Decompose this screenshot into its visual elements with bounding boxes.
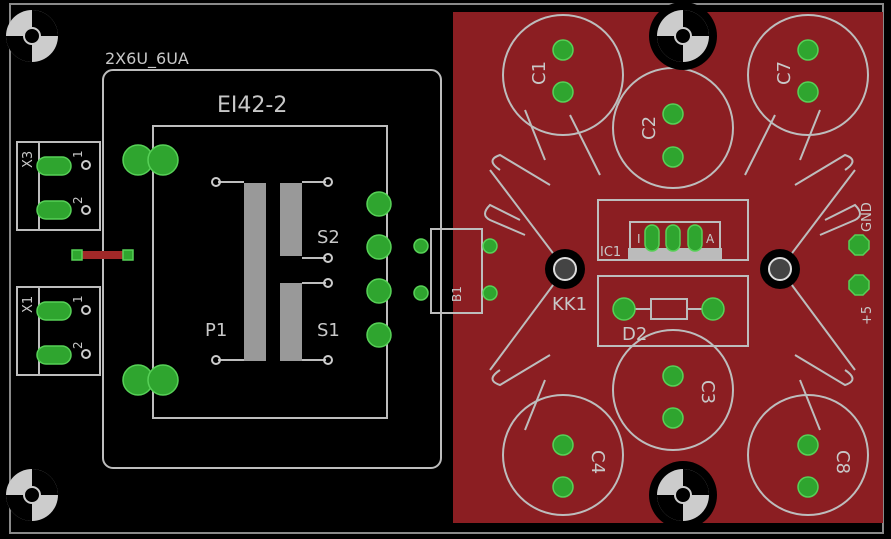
transformer-ei42[interactable]: [102, 69, 442, 469]
b1-label: B1: [450, 286, 464, 302]
x3-pin1-label: 1: [71, 150, 85, 158]
terminal-x3[interactable]: [16, 141, 101, 231]
transformer-pads[interactable]: [122, 144, 392, 396]
capacitor-pads[interactable]: [552, 39, 819, 498]
s2-label: S2: [317, 227, 340, 248]
x3-label: X3: [21, 151, 36, 168]
gnd-label: GND: [860, 202, 875, 232]
c4-label: C4: [587, 450, 608, 474]
diode-d2[interactable]: [612, 297, 725, 321]
heatsink-kk1-outline: [484, 109, 861, 431]
c3-label: C3: [697, 380, 718, 404]
transformer-name-label: EI42-2: [217, 93, 287, 118]
ic1-label: IC1: [600, 245, 621, 260]
kk1-label: KK1: [552, 294, 587, 315]
p1-label: P1: [205, 320, 227, 341]
c1-label: C1: [529, 61, 550, 85]
s1-label: S1: [317, 320, 340, 341]
d2-label: D2: [622, 324, 647, 345]
x1-pin1-label: 1: [71, 295, 85, 303]
x1-pin2-label: 2: [71, 341, 85, 349]
c8-label: C8: [832, 450, 853, 474]
plus5-label: +5: [860, 306, 875, 325]
output-pads[interactable]: [848, 234, 870, 296]
x3-pin2-label: 2: [71, 196, 85, 204]
c2-label: C2: [639, 116, 660, 140]
c7-label: C7: [774, 61, 795, 85]
mounting-holes: [6, 2, 800, 529]
x1-label: X1: [21, 296, 36, 313]
ic1-output-label: A: [706, 232, 715, 246]
capacitor-outlines: [502, 14, 869, 516]
transformer-value-label: 2X6U_6UA: [105, 49, 189, 69]
regulator-ic1[interactable]: [628, 221, 722, 259]
bridge-rectifier-b1[interactable]: [413, 228, 498, 314]
terminal-x1[interactable]: [16, 286, 101, 376]
jumper-trace[interactable]: [78, 251, 128, 259]
ic1-input-label: I: [637, 232, 641, 246]
